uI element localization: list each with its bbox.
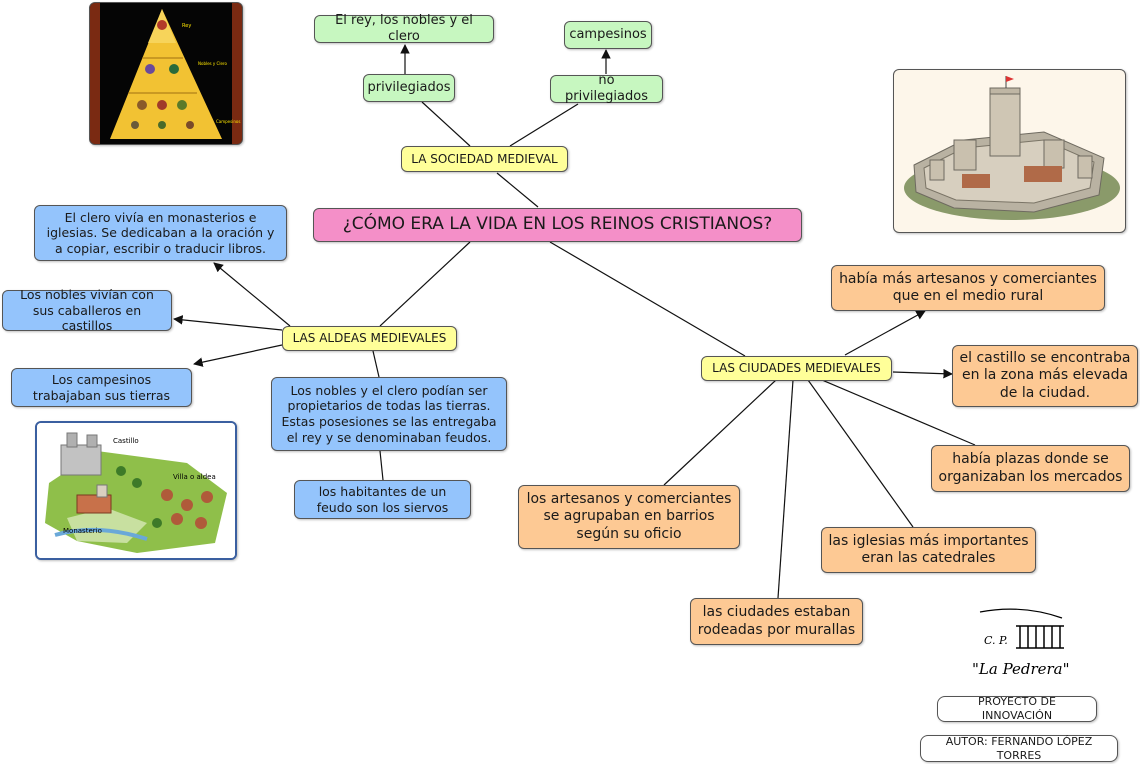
pyramid-label-campesinos: Campesinos: [216, 119, 240, 124]
link-aldeas-propietarios: [372, 350, 380, 378]
link-central-ciudades: [549, 241, 746, 357]
arrow-ciudades-artesanos: [844, 310, 926, 356]
node-las-aldeas-medievales[interactable]: LAS ALDEAS MEDIEVALES: [282, 326, 457, 351]
castle-image: [893, 69, 1126, 233]
link-sociedad-noprivilegiados: [509, 103, 579, 147]
arrow-ciudades-castillo: [892, 368, 953, 379]
link-ciudades-barrios: [663, 379, 777, 486]
arrow-aldeas-nobles: [173, 315, 283, 331]
node-castillo-zona-elevada[interactable]: el castillo se encontraba en la zona más…: [952, 345, 1138, 407]
node-la-sociedad-medieval[interactable]: LA SOCIEDAD MEDIEVAL: [401, 146, 568, 172]
node-el-rey-nobles-clero[interactable]: El rey, los nobles y el clero: [314, 13, 494, 44]
node-plazas-mercados[interactable]: había plazas donde se organizaban los me…: [931, 445, 1130, 492]
link-ciudades-plazas: [821, 379, 976, 446]
village-label-villa: Villa o aldea: [173, 473, 216, 481]
node-nobles-clero-propietarios[interactable]: Los nobles y el clero podían ser propiet…: [271, 377, 507, 451]
node-no-privilegiados[interactable]: no privilegiados: [550, 73, 663, 104]
node-privilegiados[interactable]: privilegiados: [363, 74, 455, 102]
node-murallas[interactable]: las ciudades estaban rodeadas por murall…: [690, 598, 863, 645]
link-ciudades-iglesias: [807, 379, 914, 528]
pyramid-label-rey: Rey: [182, 23, 191, 29]
link-sociedad-privilegiados: [421, 101, 471, 147]
node-campesinos-tierras[interactable]: Los campesinos trabajaban sus tierras: [11, 368, 192, 407]
link-central-sociedad: [496, 172, 539, 208]
node-iglesias-catedrales[interactable]: las iglesias más importantes eran las ca…: [821, 527, 1036, 573]
village-label-monasterio: Monasterio: [63, 527, 102, 535]
link-ciudades-murallas: [777, 379, 794, 599]
node-las-ciudades-medievales[interactable]: LAS CIUDADES MEDIEVALES: [701, 356, 892, 381]
node-nobles-castillos[interactable]: Los nobles vivían con sus caballeros en …: [2, 287, 172, 333]
arrow-aldeas-clero: [213, 262, 291, 327]
node-proyecto-innovacion: PROYECTO DE INNOVACIÓN: [937, 695, 1097, 722]
village-label-castillo: Castillo: [113, 437, 139, 445]
node-mas-artesanos[interactable]: había más artesanos y comerciantes que e…: [831, 265, 1105, 311]
link-propietarios-siervos: [379, 450, 384, 481]
node-central-question[interactable]: ¿CÓMO ERA LA VIDA EN LOS REINOS CRISTIAN…: [313, 208, 802, 242]
village-image: Castillo Villa o aldea Monasterio: [35, 421, 237, 560]
link-central-aldeas: [379, 241, 471, 327]
node-clero-monasterios[interactable]: El clero vivía en monasterios e iglesias…: [34, 205, 287, 261]
pyramid-label-nobles: Nobles y Clero: [198, 61, 227, 66]
feudal-pyramid-image: Rey Nobles y Clero Campesinos: [89, 2, 243, 145]
school-logo: C. P. "La Pedrera": [972, 604, 1080, 686]
node-habitantes-feudo-siervos[interactable]: los habitantes de un feudo son los sierv…: [294, 480, 471, 519]
logo-text-top: C. P.: [984, 634, 1008, 647]
logo-text-main: "La Pedrera": [972, 660, 1070, 678]
arrow-aldeas-campesinos: [193, 344, 283, 367]
node-campesinos[interactable]: campesinos: [564, 21, 652, 49]
node-artesanos-barrios[interactable]: los artesanos y comerciantes se agrupaba…: [518, 485, 740, 549]
node-autor: AUTOR: FERNANDO LÓPEZ TORRES: [920, 735, 1118, 762]
